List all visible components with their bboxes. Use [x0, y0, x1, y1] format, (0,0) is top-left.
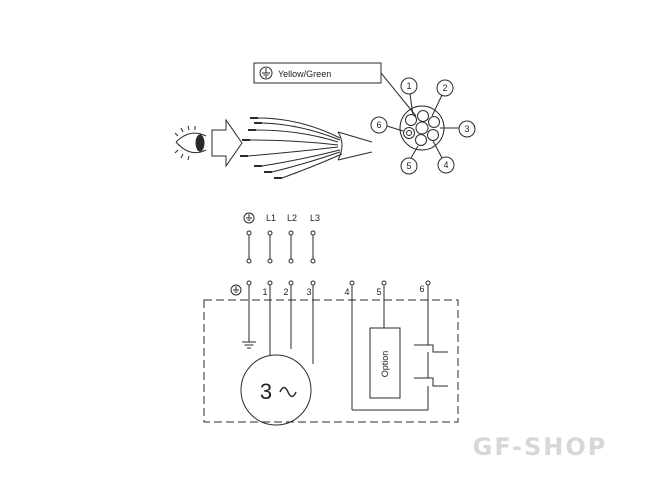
ground-symbol-icon — [242, 285, 256, 349]
supply-terminal-label: L2 — [287, 213, 297, 223]
earth-wire-callout: Yellow/Green — [253, 62, 417, 117]
switch-contact-icon — [414, 330, 448, 390]
conductor-number: 2 — [442, 83, 447, 93]
conductor-number: 5 — [406, 161, 411, 171]
unit-enclosure — [203, 299, 459, 423]
motor-phase-label: 3 — [260, 379, 272, 404]
terminal-number: 6 — [419, 284, 424, 294]
option-circuit: Option — [351, 285, 448, 411]
terminal-number: 2 — [283, 287, 288, 297]
ac-tilde-icon — [279, 386, 297, 398]
terminal-number: 3 — [306, 287, 311, 297]
earth-ground-icon — [259, 66, 273, 80]
terminal-number: 5 — [376, 287, 381, 297]
terminal-number: 4 — [344, 287, 349, 297]
terminal-block — [246, 280, 431, 286]
earth-wire-label: Yellow/Green — [278, 69, 331, 79]
cable-wires — [240, 117, 373, 179]
terminal-number: 1 — [262, 287, 267, 297]
supply-terminal-label: L3 — [310, 213, 320, 223]
arrow-right-icon — [211, 118, 243, 168]
option-label: Option — [380, 351, 390, 378]
conductor-number: 4 — [443, 160, 448, 170]
watermark-text: GF-SHOP — [473, 433, 608, 461]
cable-cross-section — [399, 105, 445, 151]
supply-ground-icon — [243, 212, 255, 224]
conductor-number: 3 — [464, 124, 469, 134]
conductor-number: 1 — [406, 81, 411, 91]
supply-leads — [246, 230, 316, 264]
conductor-callouts: 1 2 3 4 5 6 — [370, 77, 476, 175]
terminal-ground-icon — [230, 284, 242, 296]
eye-icon — [174, 125, 207, 161]
motor-leads — [269, 285, 314, 364]
motor-symbol: 3 — [240, 354, 312, 426]
conductor-number: 6 — [376, 120, 381, 130]
supply-terminal-label: L1 — [266, 213, 276, 223]
